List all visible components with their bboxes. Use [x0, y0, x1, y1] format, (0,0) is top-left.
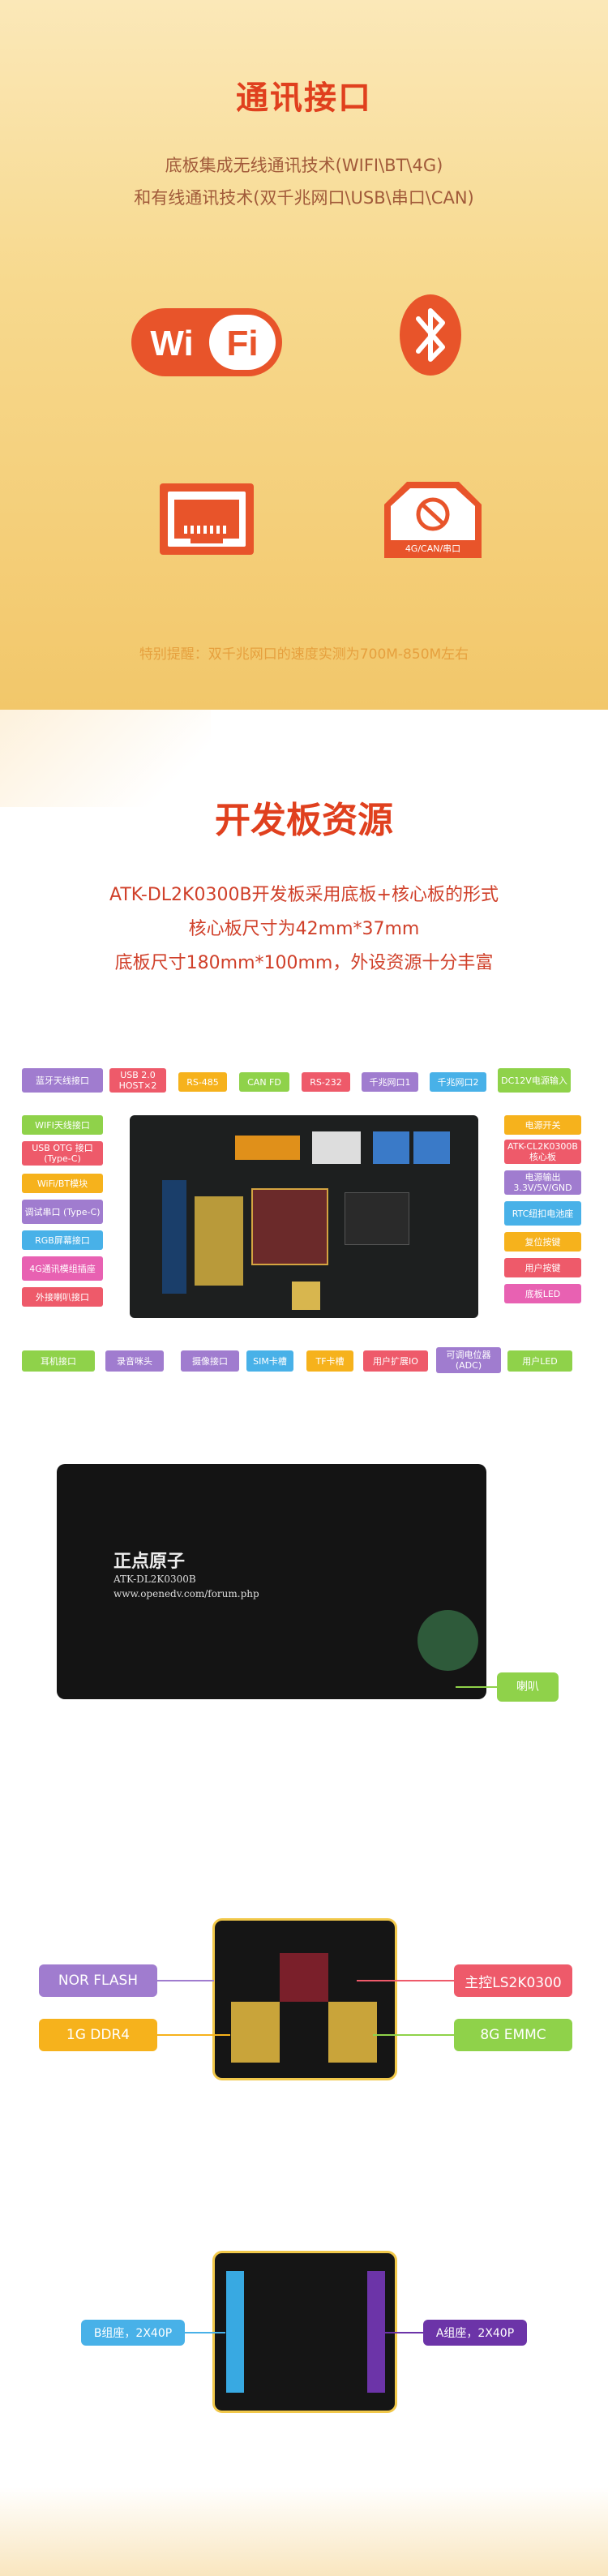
label-nor: NOR FLASH [39, 1964, 157, 1997]
label-canfd: CAN FD [239, 1072, 289, 1092]
comm-line-2: 和有线通讯技术(双千兆网口\USB\串口\CAN) [134, 188, 474, 208]
a-line [383, 2332, 423, 2333]
rgb-connector [162, 1180, 186, 1294]
comm-note: 特别提醒：双千兆网口的速度实测为700M-850M左右 [139, 646, 469, 663]
core-board-chip [251, 1188, 328, 1265]
core-top-image [212, 1918, 397, 2080]
ddr-chip [231, 2002, 280, 2063]
emmc-line [373, 2034, 454, 2036]
back-url: www.openedv.com/forum.php [113, 1588, 259, 1599]
board-line-3: 底板尺寸180mm*100mm，外设资源十分丰富 [114, 953, 494, 973]
ddr-line [157, 2034, 230, 2036]
comm-line-1: 底板集成无线通讯技术(WIFI\BT\4G) [165, 156, 443, 175]
board-logo-area [345, 1192, 409, 1245]
can-port-icon: 4G/CAN/串口 [383, 480, 483, 560]
label-mic: 录音咪头 [105, 1350, 164, 1372]
board-section: 开发板资源 ATK-DL2K0300B开发板采用底板+核心板的形式 核心板尺寸为… [0, 710, 608, 2576]
label-rgb: RGB屏幕接口 [22, 1230, 103, 1250]
speaker-line [456, 1686, 497, 1688]
label-reset: 复位按键 [504, 1232, 581, 1252]
label-power-switch: 电源开关 [504, 1115, 581, 1135]
label-power-out: 电源输出 3.3V/5V/GND [504, 1170, 581, 1195]
comm-title: 通讯接口 [236, 79, 372, 117]
label-emmc: 8G EMMC [454, 2019, 572, 2051]
b-line [185, 2332, 225, 2333]
can-port-label: 4G/CAN/串口 [405, 543, 461, 554]
label-user-io: 用户扩展IO [363, 1350, 428, 1372]
cpu-line [357, 1980, 454, 1981]
back-model: ATK-DL2K0300B [113, 1574, 196, 1585]
label-usb-otg: USB OTG 接口 (Type-C) [22, 1141, 103, 1166]
front-board-image [130, 1115, 478, 1318]
wifi-text-fi: Fi [226, 324, 258, 363]
cpu-chip [280, 1953, 328, 2002]
label-debug-uart: 调试串口 (Type-C) [22, 1200, 103, 1224]
eth2-jack [413, 1131, 450, 1164]
label-eth2: 千兆网口2 [430, 1072, 486, 1092]
b-connector [226, 2271, 244, 2393]
ethernet-icon [158, 482, 255, 556]
core-bottom-image [212, 2251, 397, 2413]
decor-pattern [0, 710, 211, 807]
label-tf: TF卡槽 [306, 1350, 353, 1372]
label-user-led: 用户LED [507, 1350, 572, 1372]
label-adc: 可调电位器 (ADC) [436, 1347, 501, 1373]
label-speaker-port: 外接喇叭接口 [22, 1287, 103, 1307]
label-rs485: RS-485 [178, 1072, 227, 1092]
back-logo: 正点原子 [113, 1551, 186, 1572]
label-b-connector: B组座，2X40P [81, 2320, 185, 2346]
label-core-board: ATK-CL2K0300B核心板 [504, 1140, 581, 1164]
label-bt-antenna: 蓝牙天线接口 [22, 1068, 103, 1093]
label-dc12v: DC12V电源输入 [498, 1068, 571, 1093]
label-4g-socket: 4G通讯模组插座 [22, 1256, 103, 1281]
label-board-led: 底板LED [504, 1284, 581, 1303]
label-rtc: RTC纽扣电池座 [504, 1201, 581, 1226]
label-sim: SIM卡槽 [246, 1350, 293, 1372]
board-title: 开发板资源 [215, 800, 393, 841]
lte-module [195, 1196, 243, 1286]
rs485-connector [235, 1136, 300, 1160]
bluetooth-icon [394, 290, 467, 380]
wifi-text-wi: Wi [150, 324, 193, 363]
nor-line [157, 1980, 214, 1981]
label-usb-host: USB 2.0 HOST×2 [109, 1068, 166, 1093]
label-eth1: 千兆网口1 [362, 1072, 418, 1092]
tf-slot [292, 1282, 320, 1310]
label-speaker: 喇叭 [497, 1672, 559, 1702]
label-wifi-bt-module: WiFi/BT模块 [22, 1174, 103, 1193]
eth1-jack [373, 1131, 409, 1164]
wifi-icon: Wi Fi [130, 307, 284, 378]
bottom-fade [0, 2487, 608, 2576]
label-ddr: 1G DDR4 [39, 2019, 157, 2051]
label-user-key: 用户按键 [504, 1258, 581, 1277]
label-camera: 摄像接口 [181, 1350, 239, 1372]
label-wifi-antenna: WIFI天线接口 [22, 1115, 103, 1135]
a-connector [367, 2271, 385, 2393]
db9-connector [312, 1131, 361, 1164]
board-line-2: 核心板尺寸为42mm*37mm [188, 919, 420, 939]
emmc-chip [328, 2002, 377, 2063]
comm-section: 通讯接口 底板集成无线通讯技术(WIFI\BT\4G) 和有线通讯技术(双千兆网… [0, 0, 608, 710]
speaker-image [417, 1610, 478, 1671]
label-rs232: RS-232 [302, 1072, 350, 1092]
back-board-image: 正点原子 ATK-DL2K0300B www.openedv.com/forum… [57, 1464, 486, 1699]
label-a-connector: A组座，2X40P [423, 2320, 527, 2346]
label-headphone: 耳机接口 [22, 1350, 95, 1372]
label-cpu: 主控LS2K0300 [454, 1964, 572, 1997]
board-line-1: ATK-DL2K0300B开发板采用底板+核心板的形式 [109, 885, 499, 905]
